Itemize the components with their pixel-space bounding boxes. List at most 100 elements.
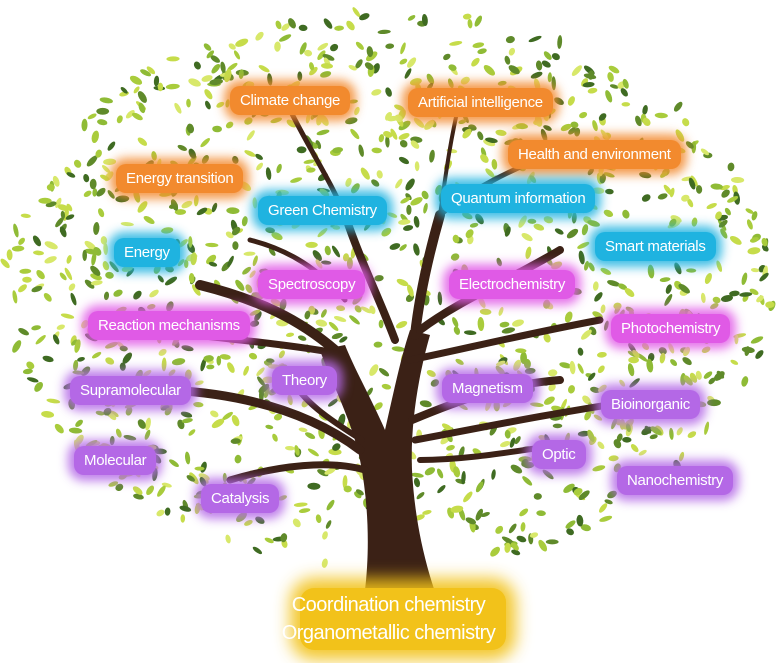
leaf bbox=[500, 441, 511, 448]
leaf bbox=[161, 357, 167, 372]
leaf bbox=[560, 123, 572, 132]
leaf bbox=[103, 291, 110, 301]
leaf bbox=[715, 211, 722, 220]
leaf bbox=[108, 481, 119, 487]
leaf bbox=[681, 194, 690, 202]
leaf bbox=[400, 197, 411, 204]
leaf bbox=[543, 299, 551, 309]
leaf bbox=[419, 400, 432, 408]
leaf bbox=[317, 42, 329, 51]
leaf bbox=[475, 213, 484, 225]
leaf bbox=[536, 510, 546, 517]
leaf bbox=[453, 326, 461, 335]
leaf bbox=[156, 509, 165, 517]
leaf bbox=[72, 370, 85, 375]
tag-catalysis: Catalysis bbox=[201, 484, 280, 513]
leaf bbox=[26, 377, 39, 383]
leaf bbox=[245, 284, 253, 294]
leaf bbox=[328, 448, 342, 456]
leaf bbox=[222, 411, 233, 421]
leaf bbox=[481, 511, 490, 518]
leaf bbox=[244, 150, 256, 157]
leaf bbox=[587, 372, 596, 381]
leaf bbox=[369, 305, 376, 315]
leaf bbox=[331, 245, 341, 258]
leaf bbox=[588, 70, 595, 80]
tag-bioinorganic: Bioinorganic bbox=[601, 390, 700, 419]
leaf bbox=[644, 425, 652, 434]
leaf bbox=[230, 438, 241, 444]
leaf bbox=[554, 97, 564, 106]
leaf bbox=[604, 499, 613, 505]
leaf bbox=[407, 57, 417, 68]
leaf bbox=[465, 229, 474, 239]
leaf bbox=[137, 419, 146, 429]
leaf bbox=[105, 357, 115, 365]
leaf bbox=[97, 119, 108, 126]
leaf bbox=[497, 80, 507, 86]
leaf bbox=[109, 261, 119, 273]
leaf bbox=[638, 449, 647, 456]
leaf bbox=[91, 251, 97, 266]
leaf bbox=[211, 202, 218, 213]
leaf bbox=[231, 415, 240, 427]
leaf bbox=[103, 242, 108, 255]
leaf bbox=[518, 215, 527, 228]
leaf bbox=[609, 84, 619, 89]
leaf bbox=[530, 402, 544, 407]
leaf bbox=[194, 380, 204, 386]
leaf bbox=[99, 174, 110, 181]
leaf bbox=[622, 436, 632, 443]
leaf bbox=[541, 60, 551, 68]
leaf bbox=[658, 347, 667, 355]
leaf bbox=[65, 214, 75, 220]
leaf bbox=[607, 72, 614, 82]
leaf bbox=[508, 65, 520, 75]
leaf bbox=[712, 296, 721, 304]
leaf bbox=[126, 267, 135, 277]
leaf bbox=[385, 43, 395, 49]
leaf bbox=[82, 249, 87, 262]
leaf bbox=[84, 279, 95, 289]
leaf bbox=[246, 477, 256, 486]
leaf bbox=[131, 112, 143, 121]
leaf bbox=[275, 20, 282, 30]
leaf bbox=[258, 65, 270, 73]
leaf bbox=[161, 227, 174, 234]
leaf bbox=[608, 455, 619, 462]
leaf bbox=[624, 288, 635, 297]
leaf bbox=[315, 319, 328, 327]
leaf bbox=[309, 62, 315, 71]
leaf bbox=[469, 222, 479, 228]
leaf bbox=[598, 384, 607, 393]
leaf bbox=[724, 207, 731, 216]
leaf bbox=[399, 244, 407, 251]
leaf bbox=[265, 424, 274, 430]
leaf bbox=[436, 468, 444, 479]
leaf bbox=[543, 333, 551, 343]
leaf bbox=[205, 242, 219, 248]
leaf bbox=[26, 361, 35, 370]
leaf bbox=[149, 289, 159, 298]
leaf bbox=[405, 178, 415, 191]
leaf bbox=[366, 46, 374, 58]
leaf bbox=[153, 75, 160, 87]
leaf bbox=[746, 219, 753, 230]
leaf bbox=[90, 265, 101, 276]
leaf bbox=[298, 24, 308, 32]
branch bbox=[226, 461, 369, 484]
leaf bbox=[153, 448, 167, 455]
leaf bbox=[74, 339, 81, 353]
leaf bbox=[309, 66, 318, 76]
leaf bbox=[321, 558, 328, 568]
leaf bbox=[358, 144, 364, 157]
leaf bbox=[390, 128, 398, 140]
leaf bbox=[110, 410, 119, 418]
leaf bbox=[166, 301, 174, 312]
leaf bbox=[281, 23, 290, 31]
leaf bbox=[364, 62, 374, 70]
leaf bbox=[659, 277, 671, 282]
leaf bbox=[480, 154, 489, 163]
leaf bbox=[587, 220, 600, 227]
leaf bbox=[86, 155, 98, 167]
